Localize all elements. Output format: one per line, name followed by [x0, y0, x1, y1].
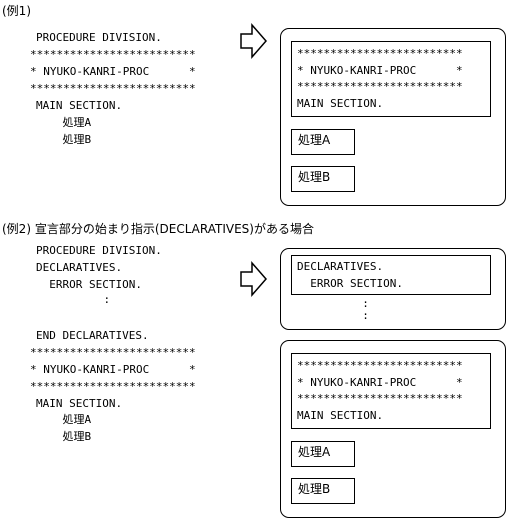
main-section-box: ************************* * NYUKO-KANRI-… [291, 41, 491, 117]
process-a-label: 処理A [298, 133, 331, 147]
process-a-box: 処理A [291, 441, 355, 467]
box-line: ************************* [297, 359, 463, 372]
code-line: * NYUKO-KANRI-PROC * [30, 65, 196, 78]
code-line: MAIN SECTION. [36, 99, 123, 112]
code-line: 処理A [36, 116, 92, 129]
main-section-box: ************************* * NYUKO-KANRI-… [291, 353, 491, 429]
code-line: ERROR SECTION. [36, 278, 142, 291]
code-line: 処理B [36, 430, 92, 443]
code-line: 処理B [36, 133, 92, 146]
right-arrow-icon [240, 261, 267, 297]
code-line: PROCEDURE DIVISION. [36, 31, 162, 44]
example2-declaratives-panel: DECLARATIVES. ERROR SECTION. : : [280, 248, 506, 330]
continuation-mark: : [296, 309, 369, 322]
example1-heading: (例1) [2, 4, 31, 18]
box-line: ERROR SECTION. [297, 276, 403, 290]
code-line: ************************* [30, 380, 196, 393]
process-b-label: 処理B [298, 482, 331, 496]
box-line: MAIN SECTION. [297, 96, 384, 110]
code-line: : [24, 293, 111, 306]
declaratives-box: DECLARATIVES. ERROR SECTION. [291, 255, 491, 295]
box-line: * NYUKO-KANRI-PROC * [297, 63, 463, 77]
box-line: MAIN SECTION. [297, 408, 384, 422]
box-line: ************************* [297, 47, 463, 60]
box-line: ************************* [297, 392, 463, 405]
box-line: * NYUKO-KANRI-PROC * [297, 375, 463, 389]
box-line: ************************* [297, 80, 463, 93]
code-line: ************************* [30, 346, 196, 359]
code-line: 処理A [36, 413, 92, 426]
process-a-label: 処理A [298, 445, 331, 459]
example1-result-panel: ************************* * NYUKO-KANRI-… [280, 28, 506, 206]
code-line: ************************* [30, 48, 196, 61]
example2-result-panel: ************************* * NYUKO-KANRI-… [280, 340, 506, 518]
code-line: ************************* [30, 82, 196, 95]
process-b-box: 処理B [291, 478, 355, 504]
code-line: * NYUKO-KANRI-PROC * [30, 363, 196, 376]
example2-heading: (例2) 宣言部分の始まり指示(DECLARATIVES)がある場合 [2, 222, 314, 236]
code-line: MAIN SECTION. [36, 397, 123, 410]
process-b-label: 処理B [298, 170, 331, 184]
continuation-mark: : [296, 297, 369, 310]
code-line: PROCEDURE DIVISION. [36, 244, 162, 257]
process-a-box: 処理A [291, 129, 355, 155]
box-line: DECLARATIVES. [297, 260, 384, 273]
code-line: END DECLARATIVES. [36, 329, 149, 342]
process-b-box: 処理B [291, 166, 355, 192]
code-line: DECLARATIVES. [36, 261, 123, 274]
right-arrow-icon [240, 23, 267, 59]
